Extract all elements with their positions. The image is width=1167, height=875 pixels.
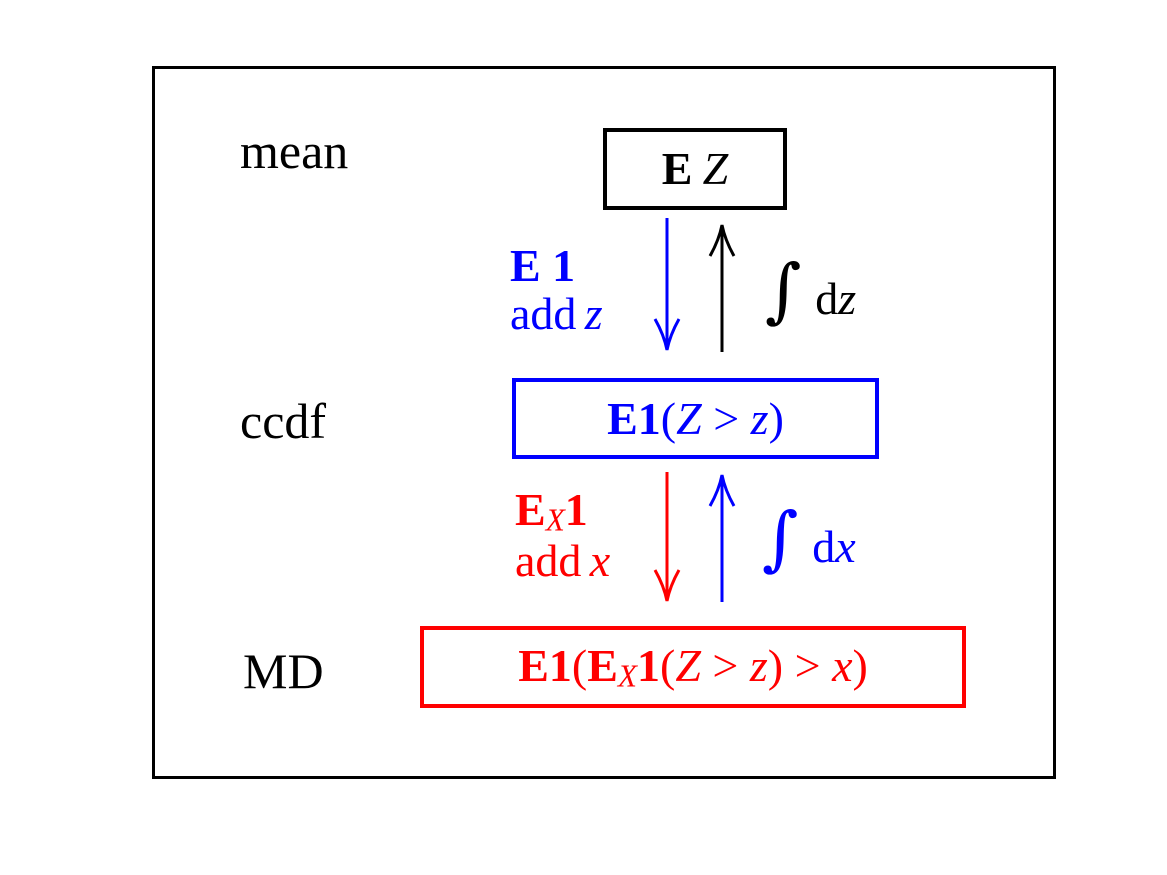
gt-sign: > bbox=[783, 639, 833, 691]
var-x: x bbox=[835, 521, 856, 572]
edge-label-integral-dz: ∫dz bbox=[765, 255, 856, 325]
bold-E: E bbox=[515, 484, 546, 535]
edge-EX1-text: EX1 bbox=[515, 486, 610, 537]
bold-1: 1 bbox=[637, 639, 660, 691]
integral-dz-text: ∫dz bbox=[765, 255, 856, 325]
edge-label-integral-dx: ∫dx bbox=[762, 503, 856, 573]
add-word: add bbox=[510, 287, 577, 339]
rparen: ) bbox=[852, 639, 868, 691]
var-Z: Z bbox=[675, 639, 701, 691]
lparen: ( bbox=[660, 392, 677, 444]
edge-E1-text: E 1 bbox=[510, 240, 576, 291]
var-x: x bbox=[589, 535, 611, 587]
var-z: z bbox=[749, 639, 768, 691]
row-label-mean: mean bbox=[240, 123, 349, 179]
ccdf-formula: E1(Z > z) bbox=[607, 392, 784, 444]
integral-icon: ∫ bbox=[762, 497, 799, 579]
bold-E: E bbox=[587, 639, 618, 691]
rparen: ) bbox=[768, 392, 784, 444]
add-word: add bbox=[515, 535, 582, 587]
integral-dx-text: ∫dx bbox=[762, 503, 856, 573]
differential-d: d bbox=[815, 273, 839, 324]
var-z: z bbox=[584, 287, 603, 339]
lparen: ( bbox=[660, 639, 676, 691]
integral-icon: ∫ bbox=[765, 249, 802, 331]
subscript-X: X bbox=[617, 658, 637, 694]
bold-E1: E1 bbox=[518, 639, 572, 691]
row-label-ccdf: ccdf bbox=[240, 393, 327, 449]
md-formula: E1(EX1(Z > z) > x) bbox=[518, 639, 868, 694]
gt-sign: > bbox=[701, 392, 751, 444]
gt-sign: > bbox=[700, 639, 750, 691]
var-z: z bbox=[838, 273, 857, 324]
rparen: ) bbox=[767, 639, 784, 691]
row-label-md: MD bbox=[243, 643, 324, 699]
bold-E: E bbox=[661, 143, 693, 194]
subscript-X: X bbox=[545, 502, 565, 538]
lparen: ( bbox=[571, 639, 588, 691]
var-z: z bbox=[750, 392, 769, 444]
ccdf-box: E1(Z > z) bbox=[512, 378, 879, 459]
md-box: E1(EX1(Z > z) > x) bbox=[420, 626, 966, 708]
var-Z: Z bbox=[676, 392, 702, 444]
var-x: x bbox=[832, 639, 853, 691]
differential-d: d bbox=[812, 521, 836, 572]
bold-1: 1 bbox=[564, 484, 588, 535]
bold-E1: E1 bbox=[607, 392, 661, 444]
var-Z: Z bbox=[702, 143, 729, 194]
